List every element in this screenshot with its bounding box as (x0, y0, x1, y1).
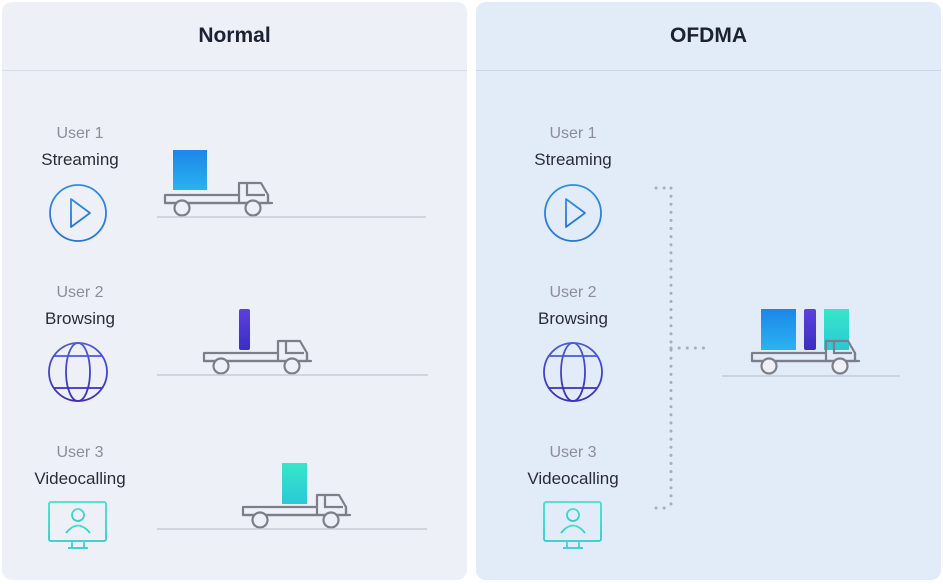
normal-panel-title: Normal (198, 24, 271, 47)
truck-2 (157, 309, 428, 376)
videocalling-data-block (824, 309, 849, 350)
truck-3 (157, 463, 427, 530)
user-number: User 3 (549, 444, 597, 461)
streaming-data-block (173, 150, 207, 190)
normal-user-1-label: User 1 Streaming (2, 123, 160, 172)
user-number: User 2 (549, 284, 597, 301)
user-number: User 3 (56, 444, 104, 461)
normal-panel-header: Normal (2, 2, 467, 71)
ofdma-user-2-label: User 2 Browsing (493, 282, 653, 331)
normal-user-3-label: User 3 Videocalling (2, 442, 160, 491)
ofdma-panel: OFDMA User 1 Streaming User 2 Browsing U… (476, 2, 941, 580)
globe-icon (543, 342, 603, 402)
merge-connector (654, 186, 710, 510)
videocalling-data-block (282, 463, 307, 504)
ofdma-user-3-label: User 3 Videocalling (493, 442, 653, 491)
normal-panel: Normal User 1 Streaming User 2 Browsing … (2, 2, 467, 580)
ofdma-user-1-label: User 1 Streaming (493, 123, 653, 172)
play-icon (544, 184, 602, 242)
normal-user-2-label: User 2 Browsing (2, 282, 160, 331)
truck-1 (157, 150, 426, 218)
ofdma-truck (722, 309, 900, 377)
browsing-data-block (804, 309, 816, 350)
user-activity: Videocalling (34, 469, 126, 488)
globe-icon (48, 342, 108, 402)
user-activity: Browsing (45, 309, 115, 328)
user-activity: Browsing (538, 309, 608, 328)
user-number: User 1 (549, 125, 597, 142)
truck-icon (202, 339, 313, 375)
user-number: User 2 (56, 284, 104, 301)
user-number: User 1 (56, 125, 104, 142)
browsing-data-block (239, 309, 250, 350)
user-activity: Videocalling (527, 469, 619, 488)
ofdma-panel-header: OFDMA (476, 2, 941, 71)
monitor-user-icon (543, 501, 602, 549)
streaming-data-block (761, 309, 796, 350)
play-icon (49, 184, 107, 242)
ofdma-panel-title: OFDMA (670, 24, 747, 47)
user-activity: Streaming (534, 150, 612, 169)
monitor-user-icon (48, 501, 107, 549)
user-activity: Streaming (41, 150, 119, 169)
